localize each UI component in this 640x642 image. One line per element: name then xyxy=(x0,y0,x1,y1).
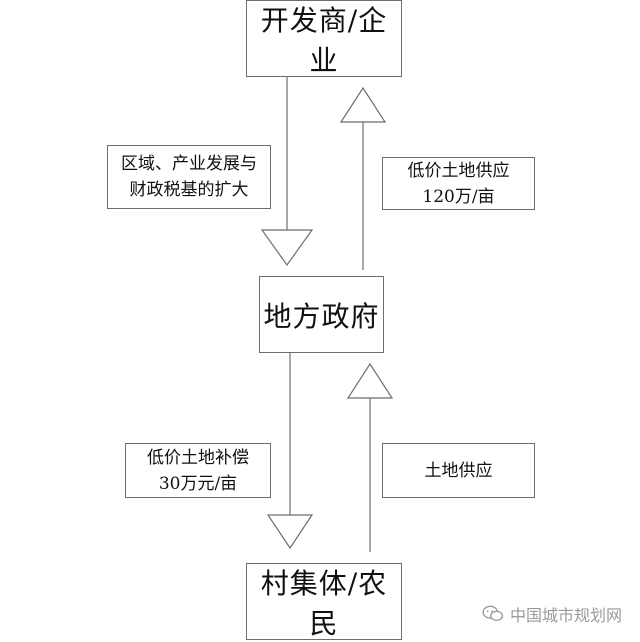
note-gov-to-village-line2: 30万元/亩 xyxy=(158,473,238,494)
developer-node: 开发商/企业 xyxy=(246,0,402,77)
note-gov-to-village: 低价土地补偿 30万元/亩 xyxy=(125,443,271,498)
government-node-label: 地方政府 xyxy=(263,299,380,333)
government-node: 地方政府 xyxy=(259,276,384,353)
arrow-head-up-village-to-government xyxy=(346,362,394,399)
wechat-chat-bubble-icon xyxy=(482,605,504,621)
note-gov-to-dev: 低价土地供应 120万/亩 xyxy=(382,157,535,210)
note-village-to-gov: 土地供应 xyxy=(382,443,535,498)
arrow-head-up-government-to-developer xyxy=(339,86,387,123)
arrow-head-down-government-to-village xyxy=(266,514,314,550)
village-node: 村集体/农民 xyxy=(246,563,402,640)
village-node-label: 村集体/农民 xyxy=(260,566,388,640)
watermark: 中国城市规划网 xyxy=(482,602,622,626)
note-gov-to-dev-line1: 低价土地供应 xyxy=(407,160,510,181)
watermark-text: 中国城市规划网 xyxy=(509,606,622,625)
note-dev-to-gov: 区域、产业发展与 财政税基的扩大 xyxy=(107,145,271,209)
note-dev-to-gov-line2: 财政税基的扩大 xyxy=(129,180,249,200)
note-dev-to-gov-line1: 区域、产业发展与 xyxy=(121,154,257,174)
arrow-head-down-developer-to-government xyxy=(260,229,314,267)
note-village-to-gov-line1: 土地供应 xyxy=(424,460,493,481)
note-gov-to-dev-line2: 120万/亩 xyxy=(422,186,495,207)
developer-node-label: 开发商/企业 xyxy=(260,3,388,77)
note-gov-to-village-line1: 低价土地补偿 xyxy=(147,447,249,468)
